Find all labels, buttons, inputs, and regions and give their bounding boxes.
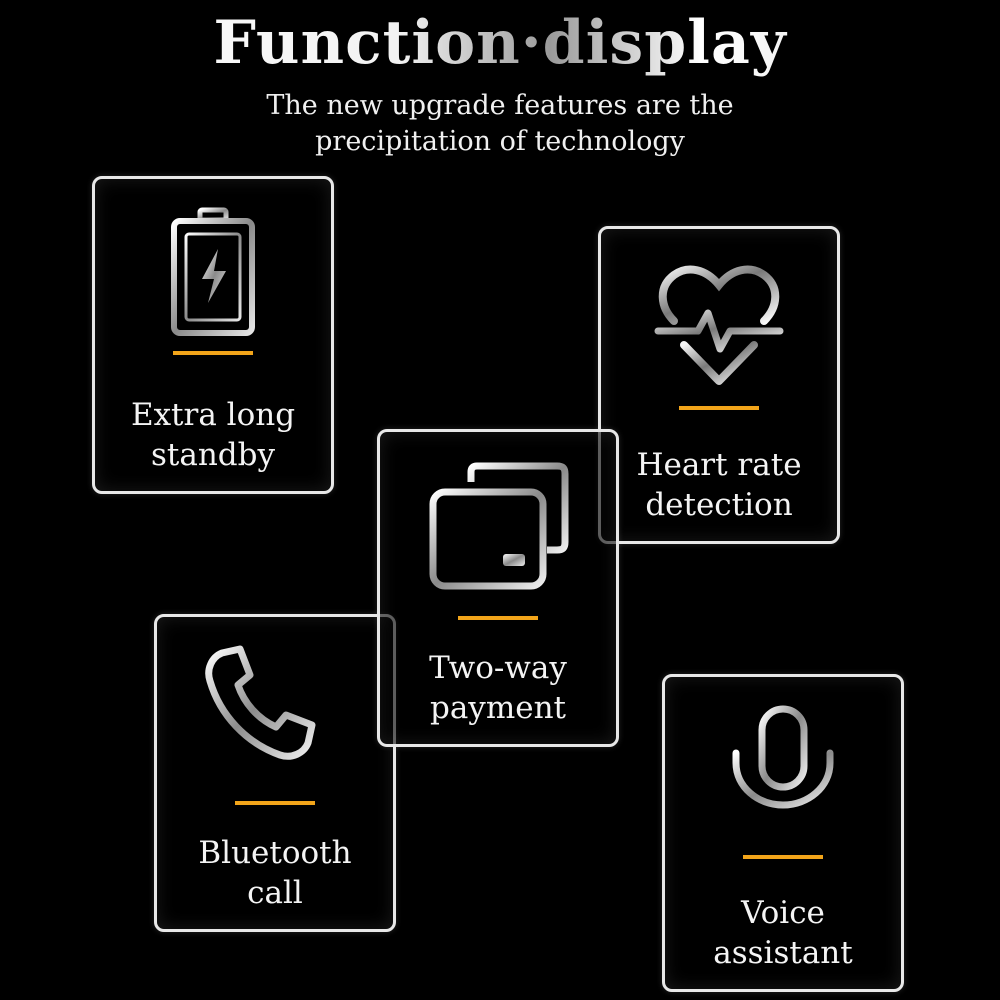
feature-label-line-2: detection xyxy=(645,487,793,523)
feature-card-voice-assistant: Voice assistant xyxy=(662,674,904,992)
cards-icon xyxy=(429,462,569,590)
feature-label-line-1: Two-way xyxy=(429,650,567,686)
feature-card-bluetooth-call: Bluetooth call xyxy=(154,614,396,932)
feature-card-standby: Extra long standby xyxy=(92,176,334,494)
feature-label-line-1: Voice xyxy=(741,895,825,931)
accent-bar xyxy=(458,616,538,620)
subtitle-line-1: The new upgrade features are the xyxy=(266,90,734,121)
accent-bar xyxy=(173,351,253,355)
feature-label: Voice assistant xyxy=(665,893,901,973)
page-subtitle: The new upgrade features are the precipi… xyxy=(230,88,770,160)
feature-label-line-2: standby xyxy=(150,437,275,473)
feature-card-heart-rate: Heart rate detection xyxy=(598,226,840,544)
feature-label: Bluetooth call xyxy=(157,833,393,913)
feature-label-line-1: Bluetooth xyxy=(198,835,352,871)
heart-rate-icon xyxy=(654,265,784,385)
feature-card-two-way-payment: Two-way payment xyxy=(377,429,619,747)
accent-bar xyxy=(235,801,315,805)
feature-label-line-2: assistant xyxy=(713,935,853,971)
subtitle-line-2: precipitation of technology xyxy=(315,126,685,157)
microphone-icon xyxy=(732,705,834,832)
feature-label-line-1: Heart rate xyxy=(636,447,802,483)
accent-bar xyxy=(743,855,823,859)
phone-call-icon xyxy=(205,645,342,760)
feature-label: Extra long standby xyxy=(95,395,331,475)
feature-label-line-1: Extra long xyxy=(130,397,296,433)
accent-bar xyxy=(679,406,759,410)
feature-label: Heart rate detection xyxy=(601,445,837,525)
battery-charging-icon xyxy=(171,207,255,336)
feature-label-line-2: call xyxy=(247,875,303,911)
page-title: Function·display xyxy=(0,8,1000,78)
feature-label: Two-way payment xyxy=(380,648,616,728)
feature-label-line-2: payment xyxy=(429,690,566,726)
